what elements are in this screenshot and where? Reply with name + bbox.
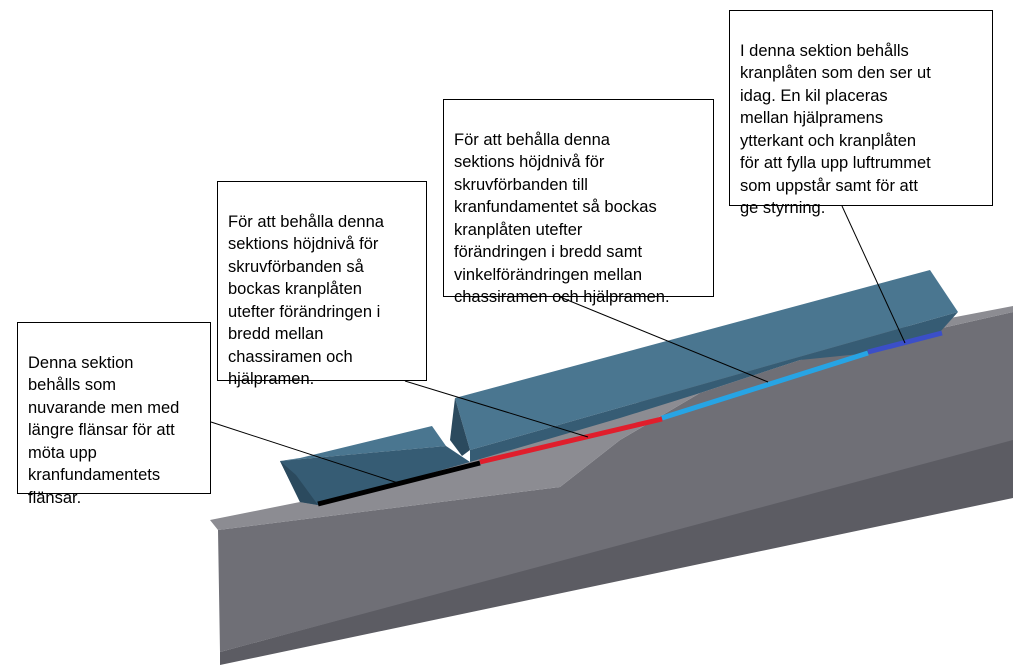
callout-section-2: För att behålla denna sektions höjdnivå … (217, 181, 427, 388)
callout-section-1-text: Denna sektion behålls som nuvarande men … (28, 353, 180, 507)
beam-side-face (218, 312, 1013, 652)
leader-line-4 (841, 205, 906, 344)
upper-plate-end (450, 398, 470, 456)
lower-plate-top (280, 426, 446, 461)
callout-section-1: Denna sektion behålls som nuvarande men … (17, 322, 211, 507)
upper-plate-front (470, 312, 958, 462)
section-3-flange (661, 350, 869, 421)
section-1-flange (317, 460, 481, 507)
leader-line-2 (404, 380, 589, 438)
leader-line-3 (559, 296, 769, 383)
callout-section-4-text: I denna sektion behålls kranplåten som d… (740, 41, 931, 218)
leader-line-1 (210, 421, 399, 484)
callout-section-3: För att behålla denna sektions höjdnivå … (443, 99, 714, 306)
callout-section-4: I denna sektion behålls kranplåten som d… (729, 10, 993, 217)
upper-plate-top (455, 270, 958, 450)
beam-bottom-face (220, 438, 1013, 665)
section-2-flange (479, 416, 663, 465)
crane-plate-upper (450, 270, 958, 462)
callout-section-3-text: För att behålla denna sektions höjdnivå … (454, 130, 670, 307)
callout-section-2-text: För att behålla denna sektions höjdnivå … (228, 212, 384, 389)
lower-plate-end (280, 461, 318, 505)
